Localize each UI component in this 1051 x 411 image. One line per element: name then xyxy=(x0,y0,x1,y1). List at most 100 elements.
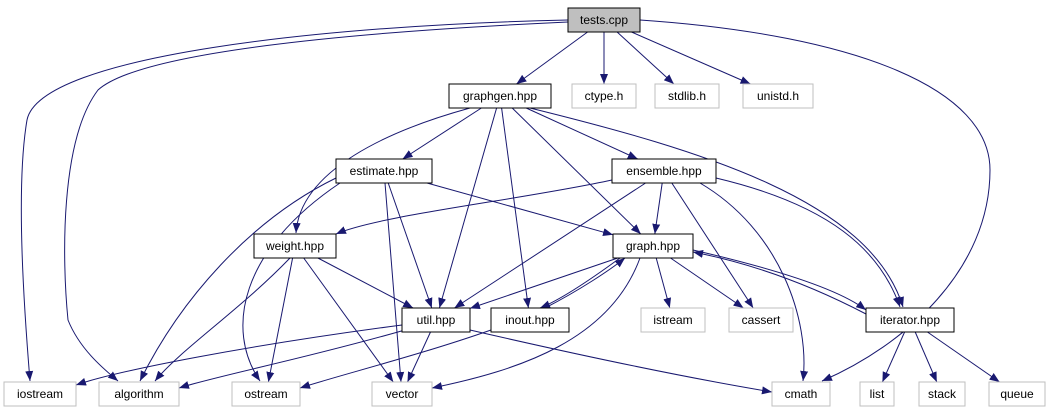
edge-graphgen-estimate xyxy=(402,107,482,160)
node-box-weight xyxy=(253,233,337,259)
node-algorithm: algorithm xyxy=(98,381,180,407)
node-box-list xyxy=(859,381,895,407)
node-graphgen[interactable]: graphgen.hpp xyxy=(448,83,552,109)
edge-ensemble-graph xyxy=(652,182,663,235)
node-label-ctype: ctype.h xyxy=(585,89,624,103)
node-label-weight: weight.hpp xyxy=(265,239,324,253)
node-graph[interactable]: graph.hpp xyxy=(612,233,694,259)
edge-weight-vector xyxy=(303,257,394,383)
edge-iterator-graph xyxy=(692,249,867,315)
edges-layer xyxy=(20,19,1000,395)
node-ensemble[interactable]: ensemble.hpp xyxy=(611,158,717,184)
node-label-ostream: ostream xyxy=(244,387,287,401)
node-cassert: cassert xyxy=(728,307,794,333)
node-unistd: unistd.h xyxy=(742,83,814,109)
node-iostream: iostream xyxy=(3,381,77,407)
node-list: list xyxy=(859,381,895,407)
node-queue: queue xyxy=(988,381,1046,407)
edge-util-iostream xyxy=(75,324,403,386)
node-label-stdlib: stdlib.h xyxy=(668,89,706,103)
edge-ensemble-util xyxy=(454,182,646,309)
node-box-istream xyxy=(640,307,706,333)
node-label-estimate: estimate.hpp xyxy=(350,164,419,178)
node-box-ensemble xyxy=(611,158,717,184)
node-box-stack xyxy=(918,381,966,407)
node-box-stdlib xyxy=(654,83,720,109)
edge-inout-ostream xyxy=(299,329,492,389)
edge-estimate-util xyxy=(387,182,433,309)
node-stack: stack xyxy=(918,381,966,407)
node-label-graphgen: graphgen.hpp xyxy=(463,89,537,103)
edge-tests-algorithm xyxy=(64,21,569,382)
node-label-iostream: iostream xyxy=(17,387,63,401)
edge-estimate-vector xyxy=(384,182,405,383)
node-vector: vector xyxy=(371,381,433,407)
edge-tests-unistd xyxy=(631,31,751,85)
edge-tests-graphgen xyxy=(516,31,588,85)
edge-estimate-algorithm xyxy=(139,177,337,382)
node-label-unistd: unistd.h xyxy=(757,89,799,103)
node-box-tests xyxy=(567,7,641,33)
edge-iterator-queue xyxy=(927,331,1000,383)
edge-util-vector xyxy=(407,331,431,383)
edge-graph-inout xyxy=(539,257,621,309)
node-label-cmath: cmath xyxy=(785,387,818,401)
node-box-inout xyxy=(490,307,570,333)
edge-estimate-graph xyxy=(426,182,614,236)
node-label-istream: istream xyxy=(653,313,692,327)
edge-ensemble-cassert xyxy=(671,182,754,309)
edge-graphgen-weight xyxy=(292,107,471,234)
edge-estimate-ostream xyxy=(242,182,341,382)
node-label-vector: vector xyxy=(386,387,419,401)
edge-graph-vector xyxy=(431,257,641,390)
node-box-queue xyxy=(988,381,1046,407)
node-ctype: ctype.h xyxy=(571,83,637,109)
edge-tests-iostream xyxy=(20,19,569,382)
node-stdlib: stdlib.h xyxy=(654,83,720,109)
edge-graph-iterator xyxy=(692,249,867,311)
edge-graph-util xyxy=(469,257,618,309)
node-istream: istream xyxy=(640,307,706,333)
node-box-graph xyxy=(612,233,694,259)
edge-ensemble-cmath xyxy=(699,182,809,382)
node-box-vector xyxy=(371,381,433,407)
node-box-iterator xyxy=(865,307,955,333)
edge-graphgen-ensemble xyxy=(525,107,639,160)
node-ostream: ostream xyxy=(231,381,301,407)
node-box-ostream xyxy=(231,381,301,407)
node-label-list: list xyxy=(870,387,885,401)
edge-weight-ostream xyxy=(266,257,294,383)
node-box-graphgen xyxy=(448,83,552,109)
node-cmath: cmath xyxy=(771,381,831,407)
node-box-util xyxy=(401,307,471,333)
edge-graphgen-graph xyxy=(511,107,642,235)
node-label-tests: tests.cpp xyxy=(580,13,628,27)
edge-graph-istream xyxy=(655,257,672,309)
node-label-util: util.hpp xyxy=(417,313,456,327)
node-label-iterator: iterator.hpp xyxy=(880,313,940,327)
edge-graphgen-util xyxy=(438,107,498,309)
edge-iterator-stack xyxy=(914,331,938,383)
node-util[interactable]: util.hpp xyxy=(401,307,471,333)
node-inout[interactable]: inout.hpp xyxy=(490,307,570,333)
node-estimate[interactable]: estimate.hpp xyxy=(335,158,433,184)
node-box-cmath xyxy=(771,381,831,407)
edge-graph-cassert xyxy=(670,257,744,309)
node-tests[interactable]: tests.cpp xyxy=(567,7,641,33)
node-box-ctype xyxy=(571,83,637,109)
node-box-cassert xyxy=(728,307,794,333)
node-weight[interactable]: weight.hpp xyxy=(253,233,337,259)
edge-ensemble-weight xyxy=(335,179,613,235)
nodes-layer: tests.cpp graphgen.hpp ctype.h stdlib.h unis… xyxy=(3,7,1046,407)
node-label-stack: stack xyxy=(928,387,957,401)
node-label-algorithm: algorithm xyxy=(114,387,163,401)
node-label-cassert: cassert xyxy=(742,313,781,327)
node-iterator[interactable]: iterator.hpp xyxy=(865,307,955,333)
edge-ensemble-iterator xyxy=(715,177,901,308)
node-box-unistd xyxy=(742,83,814,109)
node-label-inout: inout.hpp xyxy=(505,313,555,327)
edge-inout-graph xyxy=(544,257,626,309)
node-box-algorithm xyxy=(98,381,180,407)
node-box-iostream xyxy=(3,381,77,407)
